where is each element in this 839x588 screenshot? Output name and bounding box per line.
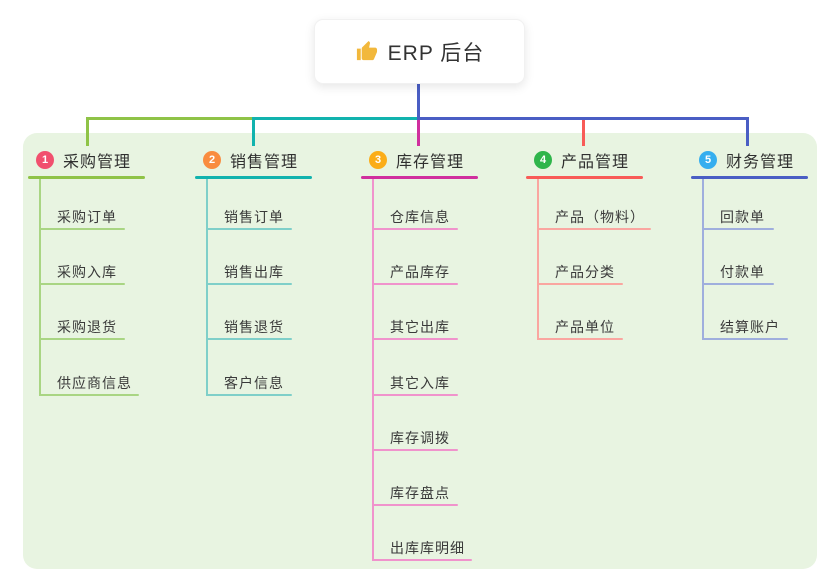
branch-3-child-4[interactable]: 其它入库 xyxy=(390,375,450,391)
branch-3-child-6-underline xyxy=(372,504,458,506)
branches-panel xyxy=(23,133,817,569)
branch-3-child-5-underline xyxy=(372,449,458,451)
thumbs-up-icon xyxy=(356,40,377,61)
branch-1-child-1-underline xyxy=(39,228,125,230)
branch-2-spine xyxy=(206,179,208,396)
branch-4-label: 产品管理 xyxy=(561,154,630,171)
branch-3-index-badge: 3 xyxy=(369,151,387,169)
branch-3-child-3-underline xyxy=(372,338,458,340)
branch-3-child-3[interactable]: 其它出库 xyxy=(390,319,450,335)
branch-1-child-4-underline xyxy=(39,394,139,396)
branch-3-child-7-underline xyxy=(372,559,472,561)
branch-2-child-2[interactable]: 销售出库 xyxy=(224,264,284,280)
branch-4-child-3[interactable]: 产品单位 xyxy=(555,319,615,335)
branch-1-child-4[interactable]: 供应商信息 xyxy=(57,375,132,391)
branch-1-child-2[interactable]: 采购入库 xyxy=(57,264,117,280)
branch-5-index-badge: 5 xyxy=(699,151,717,169)
branch-1-child-2-underline xyxy=(39,283,125,285)
branch-5-child-2[interactable]: 付款单 xyxy=(720,264,765,280)
branch-5-title[interactable]: 5 财务管理 xyxy=(699,147,794,173)
connector-horizontal-branch-2 xyxy=(252,117,417,120)
branch-1-spine xyxy=(39,179,41,396)
branch-3-child-4-underline xyxy=(372,394,458,396)
branch-3-child-6[interactable]: 库存盘点 xyxy=(390,485,450,501)
branch-3-child-1-underline xyxy=(372,228,458,230)
connector-horizontal-branch-1 xyxy=(86,117,255,120)
branch-4-child-2-underline xyxy=(537,283,623,285)
branch-3-child-7[interactable]: 出库库明细 xyxy=(390,540,465,556)
branch-5-underline xyxy=(691,176,808,179)
branch-1-index-badge: 1 xyxy=(36,151,54,169)
branch-2-label: 销售管理 xyxy=(230,154,299,171)
branch-5-label: 财务管理 xyxy=(726,154,795,171)
branch-1-child-1[interactable]: 采购订单 xyxy=(57,209,117,225)
branch-1-underline xyxy=(28,176,145,179)
connector-root-vertical xyxy=(417,84,420,120)
branch-3-child-2-underline xyxy=(372,283,458,285)
connector-drop-branch-3 xyxy=(417,120,420,146)
branch-2-child-3-underline xyxy=(206,338,292,340)
connector-drop-branch-2 xyxy=(252,120,255,146)
branch-3-child-1[interactable]: 仓库信息 xyxy=(390,209,450,225)
branch-4-underline xyxy=(526,176,643,179)
branch-4-index-badge: 4 xyxy=(534,151,552,169)
branch-2-underline xyxy=(195,176,312,179)
connector-drop-branch-4 xyxy=(582,120,585,146)
branch-2-index-badge: 2 xyxy=(203,151,221,169)
branch-5-child-3-underline xyxy=(702,338,788,340)
branch-2-child-4[interactable]: 客户信息 xyxy=(224,375,284,391)
branch-2-child-2-underline xyxy=(206,283,292,285)
branch-2-child-1-underline xyxy=(206,228,292,230)
connector-drop-branch-1 xyxy=(86,120,89,146)
branch-2-child-4-underline xyxy=(206,394,292,396)
connector-drop-branch-5 xyxy=(746,120,749,146)
branch-3-title[interactable]: 3 库存管理 xyxy=(369,147,464,173)
branch-4-child-3-underline xyxy=(537,338,623,340)
branch-5-child-2-underline xyxy=(702,283,774,285)
branch-2-child-3[interactable]: 销售退货 xyxy=(224,319,284,335)
branch-1-child-3-underline xyxy=(39,338,125,340)
branch-5-child-1-underline xyxy=(702,228,774,230)
branch-5-child-3[interactable]: 结算账户 xyxy=(720,319,780,335)
branch-1-child-3[interactable]: 采购退货 xyxy=(57,319,117,335)
branch-3-child-5[interactable]: 库存调拨 xyxy=(390,430,450,446)
root-label: ERP 后台 xyxy=(387,41,485,65)
branch-4-child-1[interactable]: 产品（物料） xyxy=(555,209,645,225)
branch-5-child-1[interactable]: 回款单 xyxy=(720,209,765,225)
branch-2-title[interactable]: 2 销售管理 xyxy=(203,147,298,173)
branch-3-child-2[interactable]: 产品库存 xyxy=(390,264,450,280)
branch-5-spine xyxy=(702,179,704,340)
branch-1-label: 采购管理 xyxy=(63,154,132,171)
branch-2-child-1[interactable]: 销售订单 xyxy=(224,209,284,225)
connector-horizontal-branch-5 xyxy=(417,117,749,120)
branch-4-child-2[interactable]: 产品分类 xyxy=(555,264,615,280)
branch-4-spine xyxy=(537,179,539,340)
branch-4-title[interactable]: 4 产品管理 xyxy=(534,147,629,173)
branch-3-label: 库存管理 xyxy=(396,154,465,171)
branch-3-spine xyxy=(372,179,374,561)
root-node[interactable]: ERP 后台 xyxy=(314,19,525,84)
branch-1-title[interactable]: 1 采购管理 xyxy=(36,147,131,173)
branch-4-child-1-underline xyxy=(537,228,651,230)
branch-3-underline xyxy=(361,176,478,179)
